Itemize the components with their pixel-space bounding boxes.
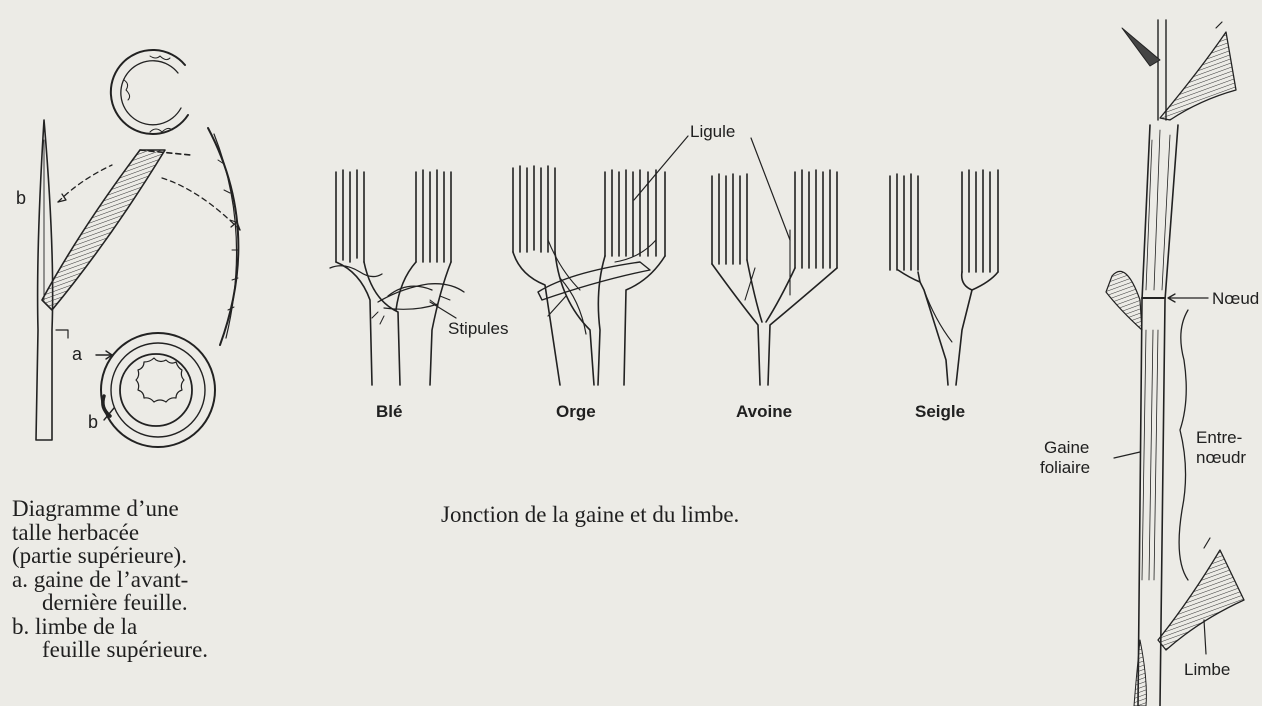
caption-line-2: talle herbacée	[12, 521, 297, 545]
label-foliaire: foliaire	[1040, 458, 1090, 478]
stem-with-nodes-drawing	[1106, 20, 1244, 706]
label-stipules: Stipules	[448, 319, 508, 339]
species-label-orge: Orge	[556, 402, 596, 422]
caption-item-a-2: dernière feuille.	[12, 591, 297, 615]
label-b-top: b	[16, 188, 26, 209]
label-b-bottom: b	[88, 412, 98, 433]
label-entre-noeud-2: nœudr	[1196, 448, 1246, 468]
label-noeud: Nœud	[1212, 289, 1259, 309]
caption-line-1: Diagramme d’une	[12, 497, 297, 521]
label-entre-noeud-1: Entre-	[1196, 428, 1242, 448]
junction-orge-drawing	[513, 166, 665, 385]
junction-ble-drawing	[330, 170, 464, 385]
junction-caption: Jonction de la gaine et du limbe.	[441, 503, 739, 527]
caption-item-a-1: a. gaine de l’avant-	[12, 568, 297, 592]
sheath-spiral-section	[101, 333, 215, 447]
junction-seigle-drawing	[890, 170, 998, 385]
label-limbe: Limbe	[1184, 660, 1230, 680]
blade-section-top	[111, 50, 188, 134]
tiller-caption: Diagramme d’une talle herbacée (partie s…	[12, 497, 297, 662]
label-ligule: Ligule	[690, 122, 735, 142]
caption-item-b-1: b. limbe de la	[12, 615, 297, 639]
blade-section-curved	[208, 128, 238, 345]
label-gaine: Gaine	[1044, 438, 1089, 458]
tiller-stem-drawing	[36, 120, 190, 440]
label-a: a	[72, 344, 82, 365]
caption-item-b-2: feuille supérieure.	[12, 638, 297, 662]
caption-line-3: (partie supérieure).	[12, 544, 297, 568]
junction-avoine-drawing	[712, 170, 837, 385]
species-label-seigle: Seigle	[915, 402, 965, 422]
species-label-avoine: Avoine	[736, 402, 792, 422]
species-label-ble: Blé	[376, 402, 402, 422]
